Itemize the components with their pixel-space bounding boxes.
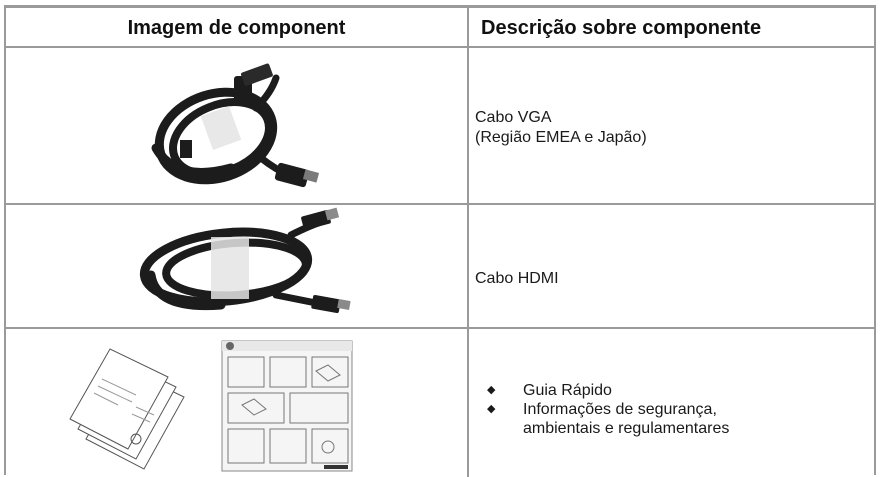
bullet-icon: ◆: [487, 403, 496, 415]
component-table: Imagem de component Descrição sobre comp…: [4, 5, 876, 477]
documents-list: ◆Guia Rápido ◆Informações de segurança, …: [485, 381, 753, 438]
list-item: ◆Guia Rápido: [487, 382, 612, 399]
hdmi-cable-description-cell: Cabo HDMI: [469, 205, 874, 327]
documents-image-cell: [6, 329, 467, 477]
hdmi-cable-image-cell: [6, 205, 467, 327]
hdmi-cable-icon: [139, 207, 351, 314]
table-row: Cabo VGA (Região EMEA e Japão): [6, 48, 874, 205]
table-row: ◆Guia Rápido ◆Informações de segurança, …: [6, 329, 874, 477]
header-description-column: Descrição sobre componente: [481, 17, 762, 39]
documents-description-cell: ◆Guia Rápido ◆Informações de segurança, …: [469, 329, 874, 477]
vga-cable-description-cell: Cabo VGA (Região EMEA e Japão): [469, 48, 874, 203]
vga-cable-icon: [151, 63, 320, 188]
vga-cable-label: Cabo VGA: [475, 109, 552, 126]
table-row: Cabo HDMI: [6, 205, 874, 329]
table-header-row: Imagem de component Descrição sobre comp…: [6, 8, 874, 48]
vga-cable-image-cell: [6, 48, 467, 203]
list-item: ◆Informações de segurança, ambientais e …: [487, 401, 730, 437]
documents-icon: [69, 340, 353, 472]
hdmi-cable-label: Cabo HDMI: [475, 270, 559, 287]
header-image-column: Imagem de component: [127, 17, 346, 39]
vga-cable-region-label: (Região EMEA e Japão): [475, 129, 647, 146]
bullet-icon: ◆: [487, 384, 496, 396]
